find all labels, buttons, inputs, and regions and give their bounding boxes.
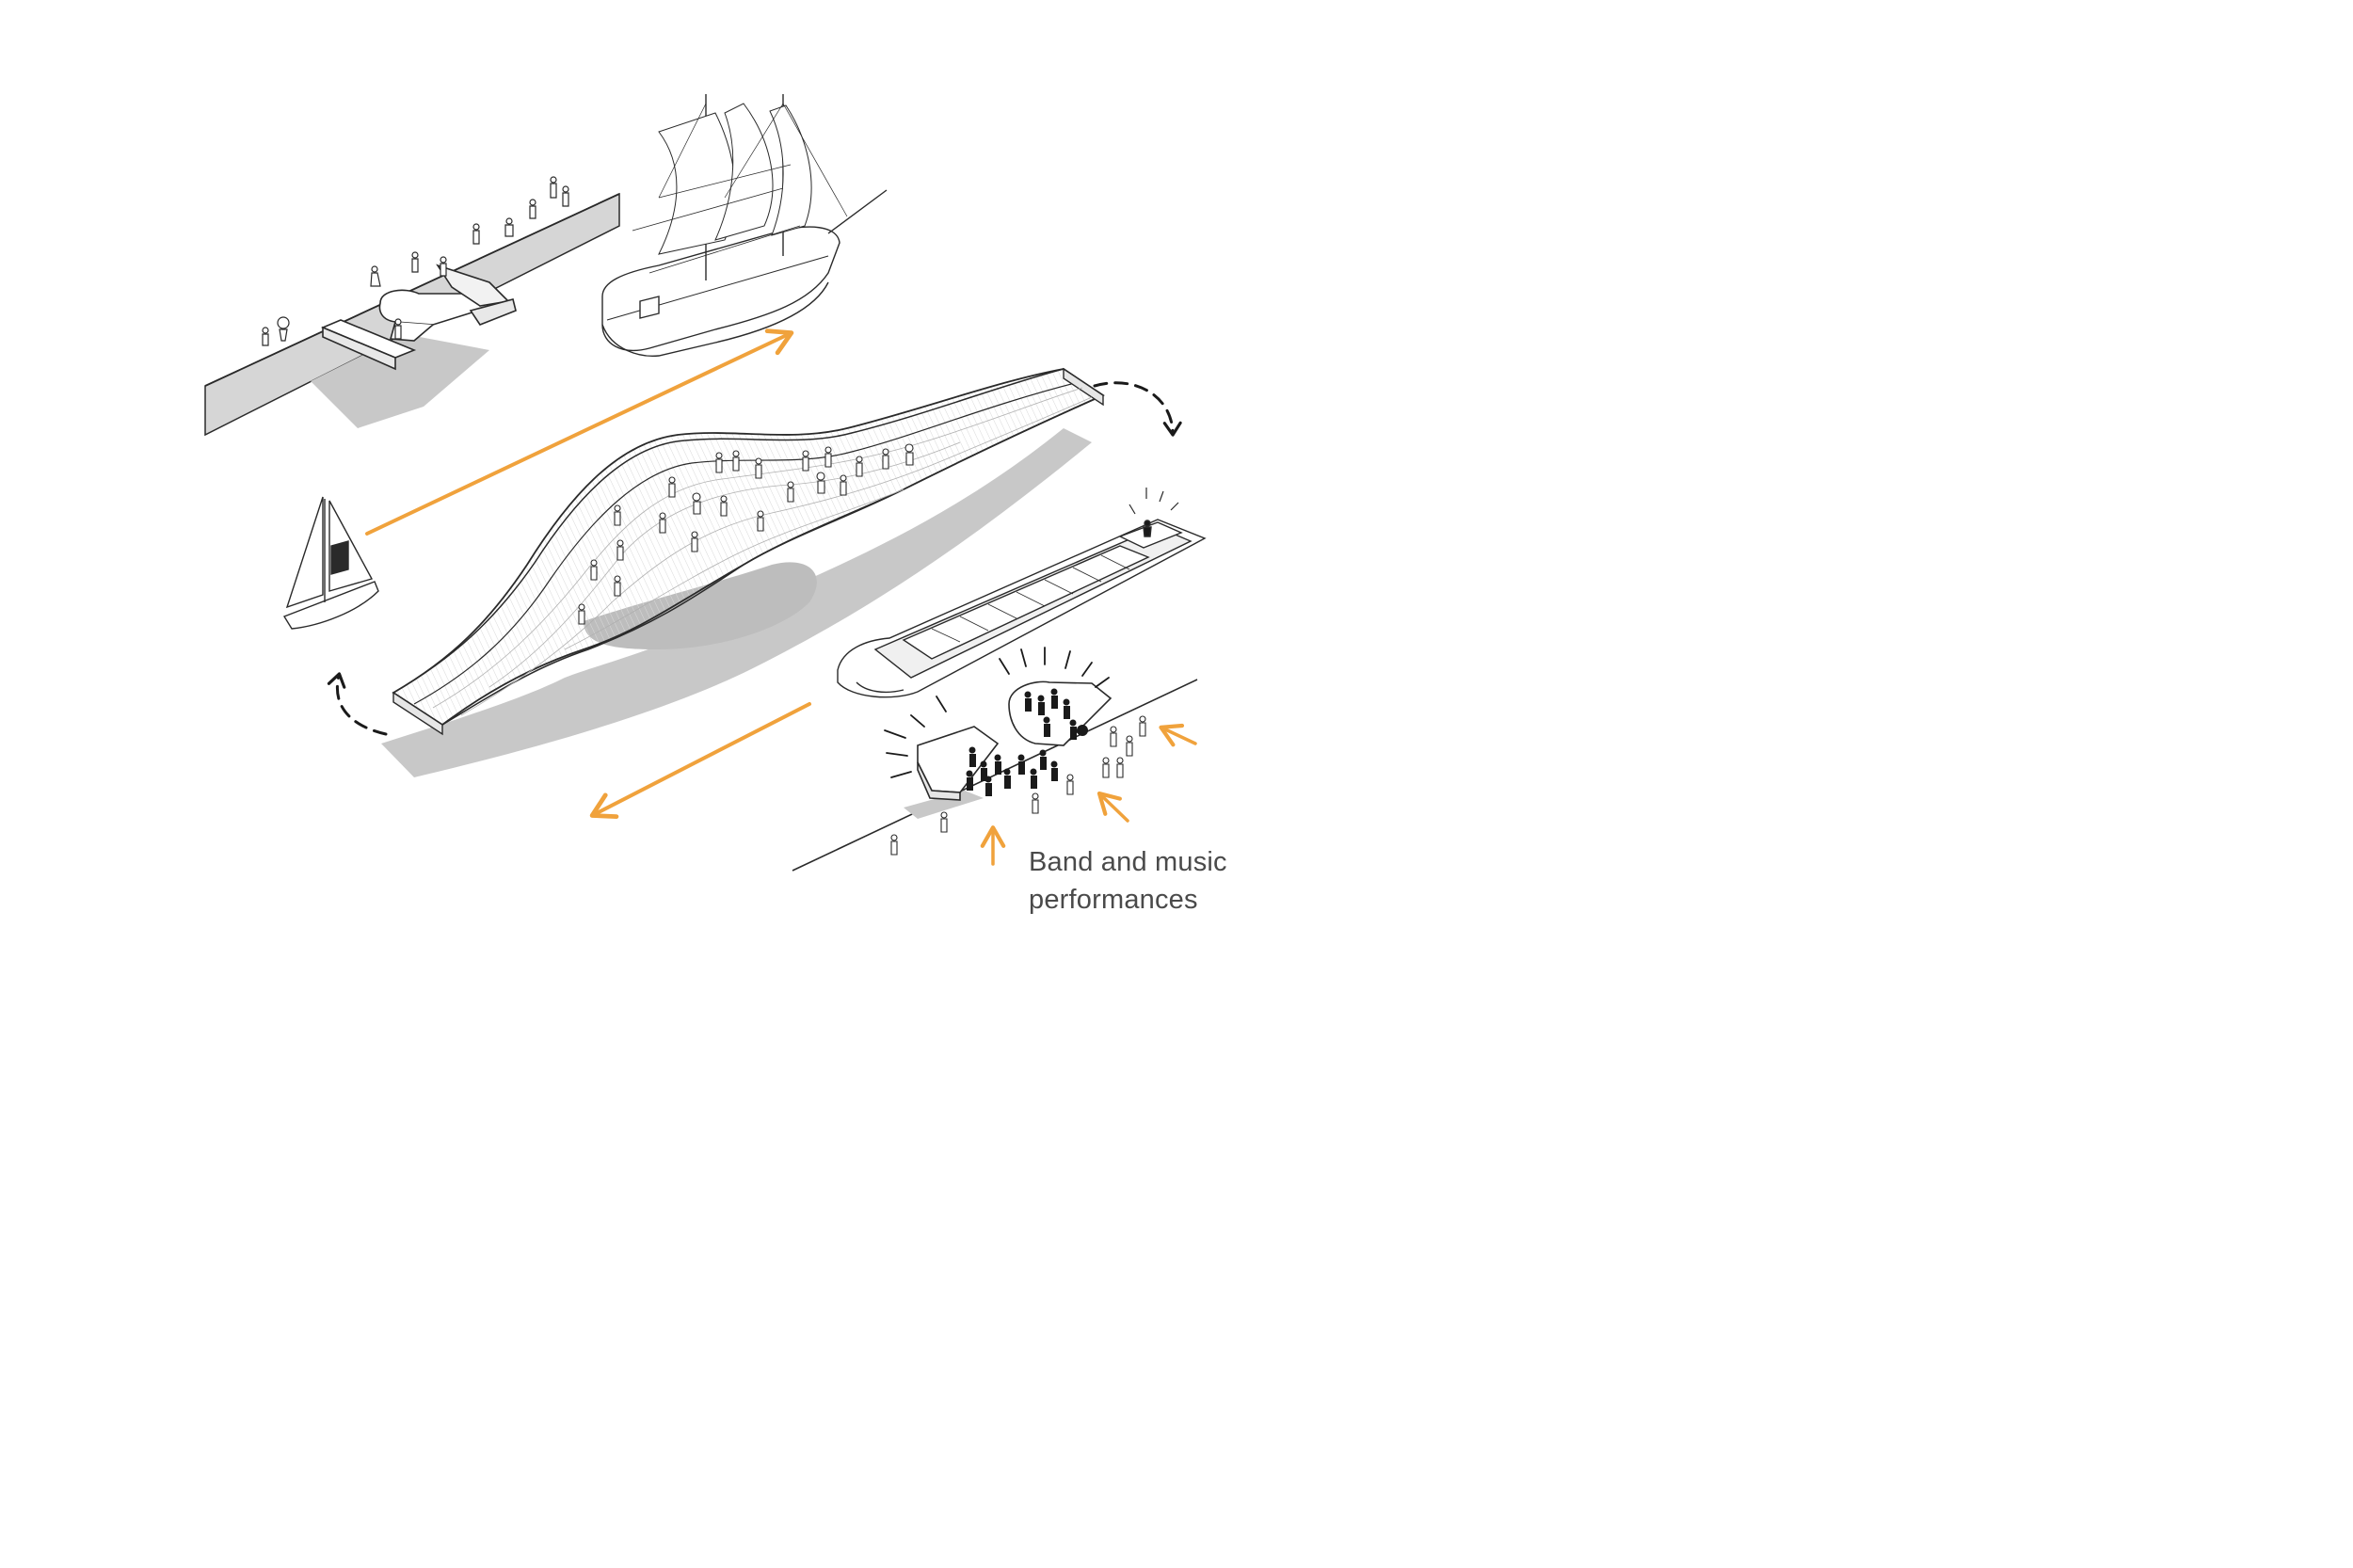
ship-sail [714, 103, 774, 241]
diagram-canvas [204, 94, 1207, 872]
person-figure [968, 746, 976, 767]
person-figure [1066, 774, 1074, 795]
movement-arrows [327, 328, 1197, 866]
person-figure [1050, 760, 1058, 781]
canal-boat [837, 488, 1207, 698]
person-figure [472, 223, 480, 245]
person-figure [1030, 768, 1037, 789]
person-figure [578, 603, 585, 625]
lower-quay-scene [792, 647, 1198, 872]
quay-people [262, 176, 569, 346]
caption-line-2: performances [1029, 885, 1198, 915]
person-figure [840, 474, 847, 496]
person-figure [1139, 715, 1146, 737]
bridge-people [578, 443, 914, 625]
person-figure [1032, 792, 1039, 814]
person-figure [715, 452, 723, 473]
rotate-arrow-icon [327, 672, 388, 736]
person-figure [984, 776, 992, 796]
person-figure [1017, 754, 1025, 775]
ship-hull [601, 226, 840, 352]
person-figure [1043, 716, 1050, 737]
move-arrow-icon [589, 702, 811, 820]
main-bridge-deck [392, 368, 1105, 727]
person-figure [824, 446, 832, 468]
inward-arrow-icon [1096, 791, 1129, 823]
person-figure [562, 185, 569, 207]
person-figure [1039, 749, 1047, 770]
lower-quay-edge [792, 679, 1198, 872]
person-figure [1037, 695, 1045, 715]
person-figure [550, 176, 557, 199]
person-figure [659, 512, 666, 534]
ship-sail [658, 112, 736, 255]
main-bridge-shadow [381, 428, 1092, 777]
small-bridge-shadow [311, 334, 489, 428]
person-figure [1110, 726, 1117, 747]
person-figure [1069, 719, 1077, 740]
inward-arrow-icon [1159, 723, 1197, 747]
quay-edge [204, 193, 620, 387]
audience [890, 715, 1146, 856]
person-figure [692, 492, 701, 515]
ship-bowsprit [827, 189, 888, 234]
tall-ship [601, 94, 888, 357]
person-figure [720, 495, 728, 517]
person-figure [904, 443, 914, 466]
person-figure [980, 760, 987, 781]
person-figure [1024, 691, 1032, 712]
sailboat [282, 496, 379, 630]
person-figure [411, 251, 419, 273]
person-figure [755, 457, 762, 479]
person-figure [1116, 757, 1124, 778]
person-figure [614, 504, 621, 526]
person-figure [732, 450, 740, 472]
person-figure [440, 256, 447, 277]
person-figure [966, 770, 973, 791]
person-figure [1063, 698, 1070, 719]
person-figure [614, 575, 621, 597]
person-figure [1050, 688, 1058, 709]
person-figure [504, 217, 514, 237]
person-figure [529, 199, 536, 219]
upper-quay-scene [204, 176, 620, 437]
person-figure [590, 559, 598, 581]
person-figure [370, 265, 381, 287]
sound-rays [884, 647, 1110, 778]
caption-line-1: Band and music [1029, 847, 1227, 877]
person-figure [691, 531, 698, 552]
person-figure [1003, 768, 1011, 789]
sailboat-hull [282, 581, 379, 630]
person-figure [816, 472, 825, 494]
person-figure [994, 754, 1001, 775]
person-figure [262, 327, 269, 346]
person-figure [616, 539, 624, 561]
main-bridge [381, 367, 1105, 777]
person-figure [668, 476, 676, 498]
band-stage [917, 680, 1112, 801]
person-figure [394, 318, 402, 340]
ship-sail [769, 104, 812, 236]
person-figure [787, 481, 794, 503]
person-figure [890, 834, 898, 856]
person-figure [802, 450, 809, 472]
person-figure [882, 448, 889, 470]
band-caption: Band and music performances [1029, 843, 1273, 919]
move-arrow-icon [365, 328, 794, 536]
person-figure [856, 456, 863, 477]
person-figure [277, 316, 290, 342]
drum [1077, 725, 1088, 736]
person-figure [1126, 735, 1133, 757]
person-figure [757, 510, 764, 532]
person-figure [1102, 757, 1110, 778]
sailboat-sail [285, 496, 324, 609]
person-figure [940, 811, 948, 833]
band-members [966, 688, 1088, 796]
rotate-arrow-icon [1093, 381, 1182, 437]
